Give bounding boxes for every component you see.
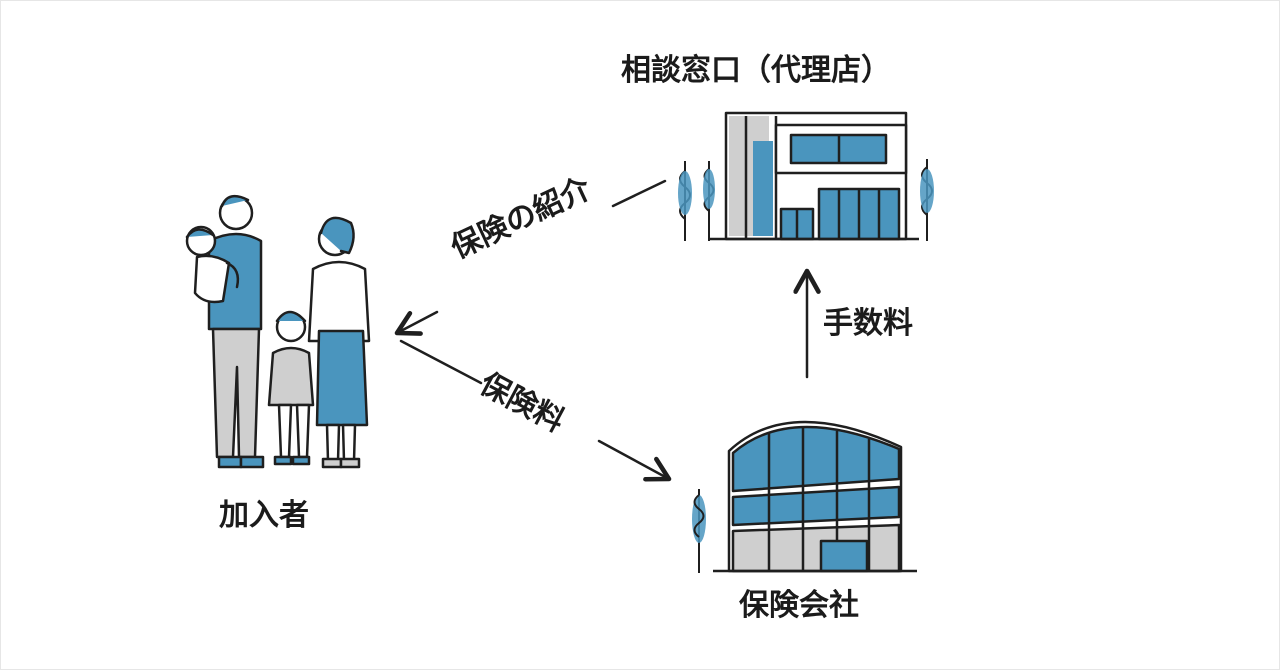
insurer-building-icon [692, 420, 917, 573]
agency-building-icon [678, 111, 934, 241]
commission-label: 手数料 [823, 306, 913, 341]
agency-label: 相談窓口（代理店） [621, 53, 891, 88]
family-icon [185, 194, 371, 469]
subscriber-label: 加入者 [219, 498, 309, 533]
insurer-label: 保険会社 [739, 588, 859, 623]
referral-arrow [394, 179, 667, 336]
premium-arrow [399, 339, 672, 482]
